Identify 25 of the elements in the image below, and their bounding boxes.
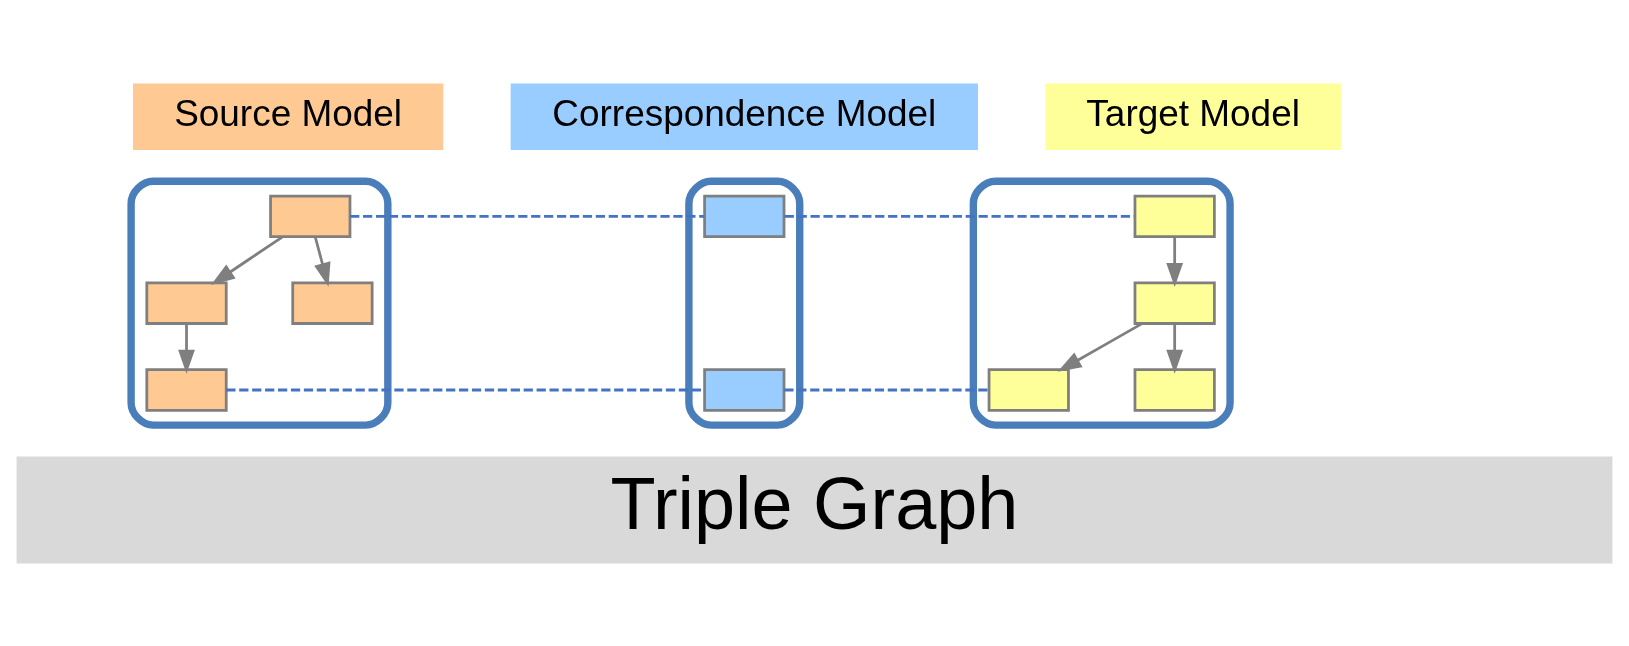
node-box bbox=[145, 367, 228, 412]
cluster bbox=[127, 177, 392, 429]
node-box bbox=[269, 194, 352, 238]
arrow bbox=[1166, 237, 1184, 287]
arrow bbox=[178, 323, 195, 374]
node-box: Correspondence Model bbox=[510, 82, 978, 150]
node-box bbox=[145, 281, 228, 325]
arrow bbox=[1057, 322, 1143, 372]
arrow bbox=[314, 236, 331, 287]
node-box: Triple Graph bbox=[16, 456, 1613, 564]
connector bbox=[350, 214, 705, 218]
node-box bbox=[1133, 194, 1216, 238]
node-box: Source Model bbox=[132, 82, 444, 150]
arrow bbox=[1166, 323, 1184, 374]
node-box bbox=[703, 367, 786, 412]
arrow bbox=[211, 235, 283, 285]
node-box bbox=[1133, 367, 1216, 412]
cluster bbox=[969, 177, 1234, 429]
node-box bbox=[987, 367, 1070, 412]
node-box: Target Model bbox=[1045, 82, 1341, 150]
node-box bbox=[703, 194, 786, 238]
node-box bbox=[291, 281, 374, 325]
cluster bbox=[685, 177, 804, 429]
node-box bbox=[1133, 281, 1216, 325]
connector bbox=[784, 388, 989, 391]
